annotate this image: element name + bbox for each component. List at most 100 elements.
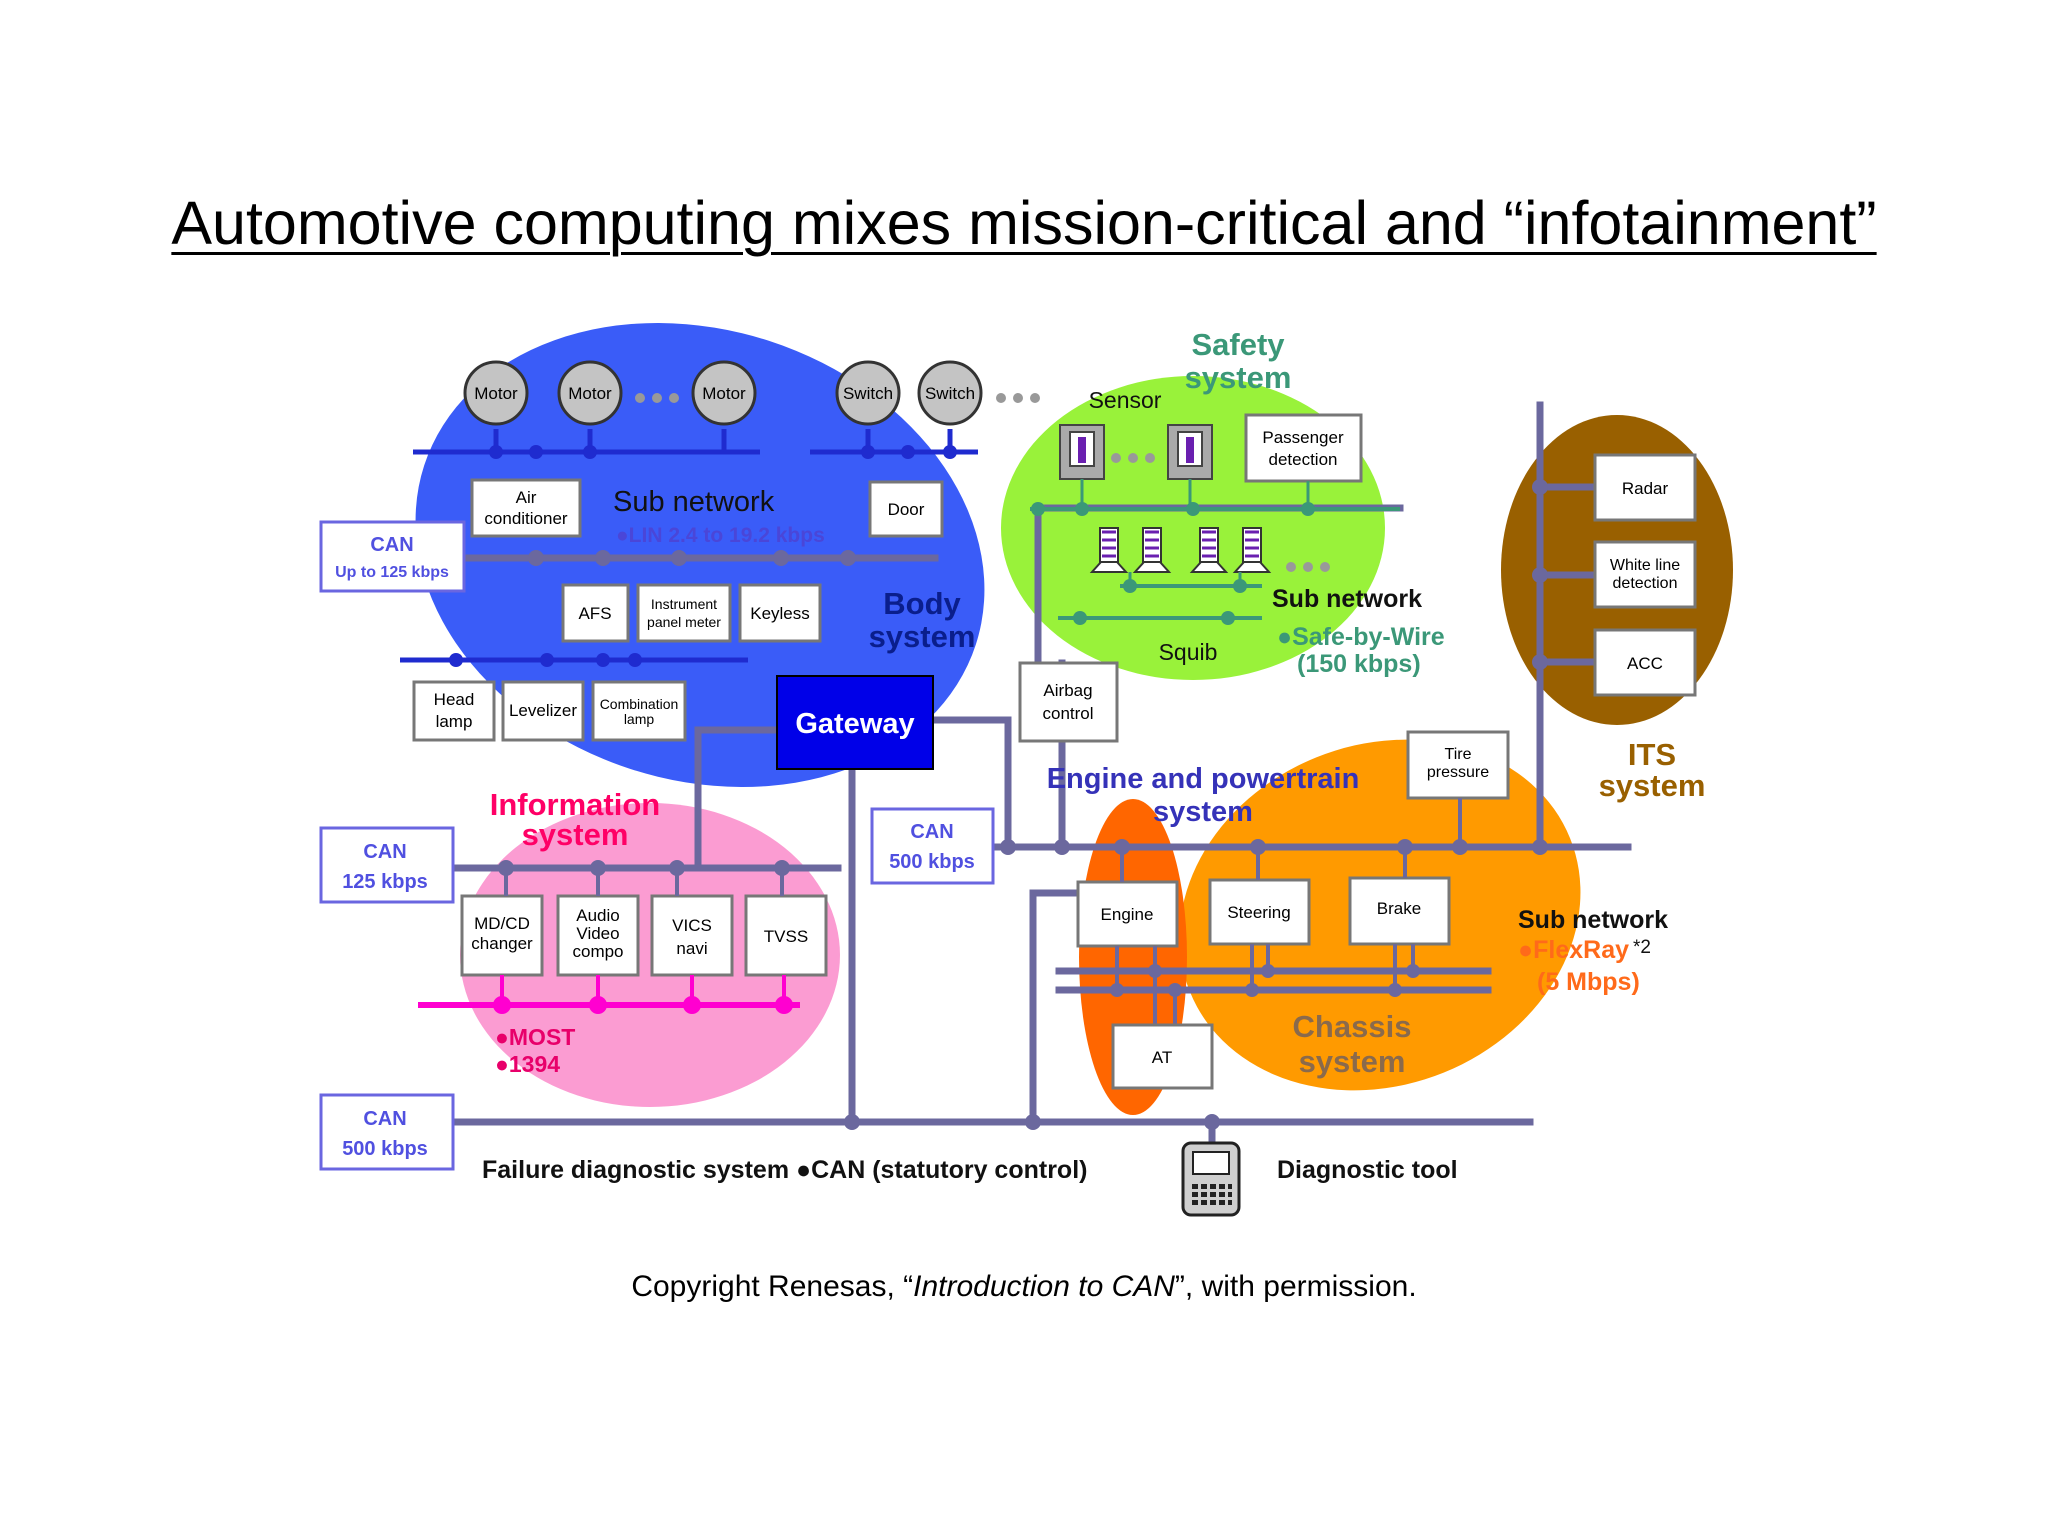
svg-text:Engine: Engine bbox=[1101, 905, 1154, 924]
switch-node-1: Switch bbox=[835, 360, 901, 426]
engine-box: Engine bbox=[1076, 880, 1179, 948]
at-box: AT bbox=[1111, 1023, 1214, 1090]
safe-by-wire-speed: (150 kbps) bbox=[1297, 650, 1421, 678]
svg-text:CAN: CAN bbox=[363, 841, 406, 863]
svg-text:navi: navi bbox=[676, 939, 707, 958]
air-conditioner-box: Air conditioner bbox=[470, 478, 582, 538]
engine-system-label-1: Engine and powertrain bbox=[1047, 763, 1360, 795]
svg-text:Instrument: Instrument bbox=[651, 596, 717, 612]
svg-text:AFS: AFS bbox=[578, 604, 611, 623]
svg-text:Tire: Tire bbox=[1445, 746, 1472, 763]
diagnostic-tool-label: Diagnostic tool bbox=[1277, 1156, 1458, 1184]
passenger-detection-box: Passenger detection bbox=[1244, 413, 1363, 483]
svg-text:CAN: CAN bbox=[363, 1108, 406, 1130]
sensor-label: Sensor bbox=[1089, 387, 1162, 413]
door-box: Door bbox=[868, 480, 944, 538]
engine-system-label-2: system bbox=[1153, 796, 1253, 828]
lin-speed-label: ●LIN 2.4 to 19.2 kbps bbox=[616, 524, 825, 547]
svg-text:White line: White line bbox=[1610, 557, 1680, 574]
svg-text:Up to 125 kbps: Up to 125 kbps bbox=[335, 564, 449, 581]
brake-box: Brake bbox=[1348, 876, 1451, 946]
steering-box: Steering bbox=[1208, 878, 1311, 946]
credit-suffix: ”, with permission. bbox=[1174, 1270, 1417, 1303]
chassis-system-label-2: system bbox=[1299, 1044, 1406, 1079]
svg-text:Airbag: Airbag bbox=[1043, 681, 1092, 700]
ellipsis-dots bbox=[1111, 453, 1155, 463]
safe-by-wire-label: ●Safe-by-Wire bbox=[1277, 623, 1445, 651]
flexray-name: FlexRay bbox=[1533, 936, 1629, 964]
afs-box: AFS bbox=[561, 583, 630, 643]
vics-navi-box: VICS navi bbox=[650, 894, 734, 977]
safety-subnetwork-label: Sub network bbox=[1272, 585, 1422, 613]
keyless-box: Keyless bbox=[738, 583, 822, 643]
sensor-icon-1 bbox=[1059, 424, 1105, 480]
levelizer-box: Levelizer bbox=[501, 680, 585, 742]
ellipsis-dots bbox=[635, 393, 679, 403]
svg-text:detection: detection bbox=[1613, 575, 1678, 592]
safety-system-label-2: system bbox=[1185, 360, 1292, 395]
switch-node-2: Switch bbox=[917, 360, 983, 426]
motor-label: Motor bbox=[568, 384, 612, 403]
svg-text:conditioner: conditioner bbox=[484, 509, 568, 528]
sensor-icon-2 bbox=[1167, 424, 1213, 480]
slide-title: Automotive computing mixes mission-criti… bbox=[171, 189, 1877, 257]
squib-icon bbox=[1189, 527, 1229, 573]
credit-prefix: Copyright Renesas, “ bbox=[631, 1270, 914, 1303]
svg-text:Keyless: Keyless bbox=[750, 604, 810, 623]
svg-text:panel meter: panel meter bbox=[647, 614, 721, 630]
squib-label: Squib bbox=[1159, 639, 1218, 665]
svg-text:ACC: ACC bbox=[1627, 654, 1663, 673]
its-system-label-1: ITS bbox=[1628, 737, 1676, 772]
svg-text:CAN: CAN bbox=[370, 534, 413, 556]
head-lamp-box: Head lamp bbox=[412, 680, 496, 742]
svg-text:Combination: Combination bbox=[600, 696, 679, 712]
credit-source-title: Introduction to CAN bbox=[913, 1270, 1175, 1303]
can-box-engine: CAN 500 kbps bbox=[870, 807, 995, 885]
svg-text:MD/CD: MD/CD bbox=[474, 914, 530, 933]
svg-text:AT: AT bbox=[1152, 1048, 1172, 1067]
its-system-label-2: system bbox=[1599, 768, 1706, 803]
svg-text:Door: Door bbox=[888, 500, 925, 519]
flexray-speed-label: (5 Mbps) bbox=[1537, 968, 1640, 996]
chassis-subnetwork-label: Sub network bbox=[1518, 906, 1668, 934]
ellipsis-dots bbox=[1286, 562, 1330, 572]
switch-label: Switch bbox=[843, 384, 893, 403]
md-cd-changer-box: MD/CD changer bbox=[460, 894, 544, 977]
gateway-box: Gateway bbox=[776, 675, 934, 770]
svg-text:Air: Air bbox=[516, 488, 537, 507]
can-box-body: CAN Up to 125 kbps bbox=[319, 520, 466, 593]
svg-text:changer: changer bbox=[471, 934, 533, 953]
safety-system-label-1: Safety bbox=[1191, 327, 1285, 362]
acc-box: ACC bbox=[1593, 628, 1697, 697]
squib-icon bbox=[1089, 527, 1129, 573]
can-box-diag: CAN 500 kbps bbox=[319, 1093, 455, 1171]
tvss-box: TVSS bbox=[744, 894, 828, 977]
body-system-label-2: system bbox=[869, 619, 976, 654]
can-box-info: CAN 125 kbps bbox=[319, 826, 455, 904]
failure-diagnostic-label: Failure diagnostic system ●CAN (statutor… bbox=[482, 1156, 1087, 1184]
squib-icon bbox=[1232, 527, 1272, 573]
information-system-label-1: Information bbox=[490, 787, 661, 822]
ellipsis-dots bbox=[996, 393, 1040, 403]
motor-node-3: Motor bbox=[691, 360, 757, 426]
white-line-detection-box: White line detection bbox=[1593, 540, 1697, 609]
svg-text:Radar: Radar bbox=[1622, 479, 1669, 498]
motor-label: Motor bbox=[702, 384, 746, 403]
squib-icon-group bbox=[1089, 527, 1272, 573]
svg-text:lamp: lamp bbox=[436, 712, 473, 731]
svg-text:Head: Head bbox=[434, 690, 475, 709]
svg-text:500 kbps: 500 kbps bbox=[889, 851, 975, 873]
copyright-credit: Copyright Renesas, “Introduction to CAN”… bbox=[0, 1270, 2048, 1304]
flexray-dot: ● bbox=[1518, 936, 1533, 964]
svg-text:CAN: CAN bbox=[910, 821, 953, 843]
ieee1394-label: ●1394 bbox=[495, 1051, 560, 1077]
switch-label: Switch bbox=[925, 384, 975, 403]
motor-node-1: Motor bbox=[463, 360, 529, 426]
svg-text:control: control bbox=[1042, 704, 1093, 723]
flexray-label: ●FlexRay*2 bbox=[1518, 936, 1651, 964]
instrument-panel-box: Instrument panel meter bbox=[636, 583, 732, 643]
svg-text:detection: detection bbox=[1269, 450, 1338, 469]
svg-text:compo: compo bbox=[572, 942, 623, 961]
combination-lamp-box: Combination lamp bbox=[591, 680, 687, 742]
